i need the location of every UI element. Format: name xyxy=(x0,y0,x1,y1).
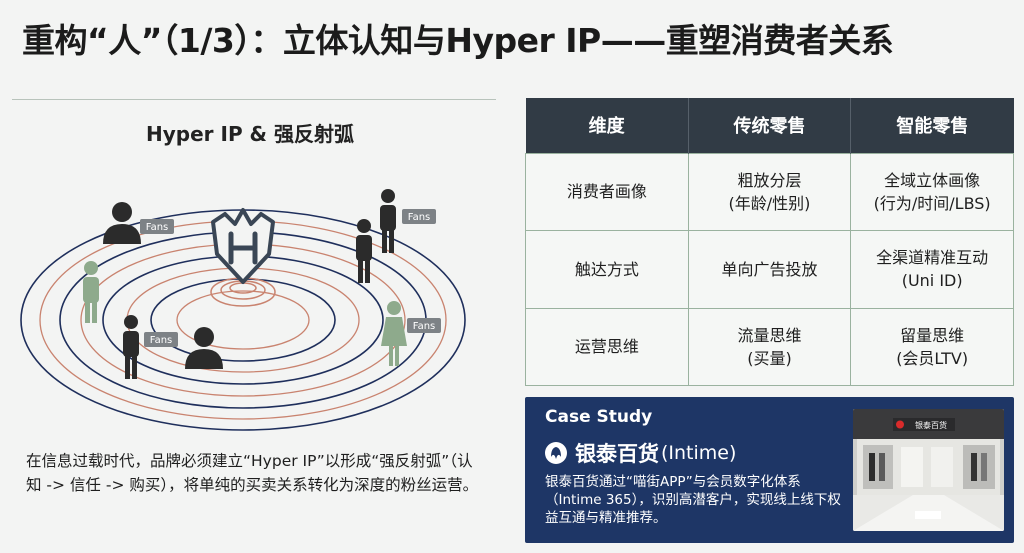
cell-dimension: 消费者画像 xyxy=(525,152,689,231)
cell-line: (Uni ID) xyxy=(901,271,963,291)
user-bust-icon xyxy=(103,202,141,244)
cell-smart: 全域立体画像 (行为/时间/LBS) xyxy=(850,152,1014,231)
cell-line: 流量思维 xyxy=(737,325,802,345)
header-dimension: 维度 xyxy=(525,98,689,153)
slide-title: 重构“人”（1/3）：立体认知与Hyper IP——重塑消费者关系 xyxy=(22,21,894,60)
fan-person-icon xyxy=(381,301,407,366)
table-row: 消费者画像 粗放分层 (年龄/性别) 全域立体画像 (行为/时间/LBS) xyxy=(525,152,1014,231)
cell-dimension: 运营思维 xyxy=(525,307,689,386)
comparison-table: 维度 传统零售 智能零售 消费者画像 粗放分层 (年龄/性别) 全域立体画像 (… xyxy=(525,98,1014,386)
person-standing-icon xyxy=(356,219,372,283)
hyper-ip-diagram: Fans Fans Fans Fans xyxy=(20,189,466,431)
case-study-label: Case Study xyxy=(545,407,653,427)
cell-line: (会员LTV) xyxy=(896,348,969,368)
header-smart: 智能零售 xyxy=(850,98,1014,153)
cell-line: 留量思维 xyxy=(900,325,965,345)
person-standing-icon xyxy=(123,315,139,379)
cell-line: 粗放分层 xyxy=(737,170,802,190)
cell-traditional: 流量思维 (买量) xyxy=(687,307,852,386)
user-bust-icon xyxy=(185,327,223,369)
fans-tag-label: Fans xyxy=(150,335,173,346)
table-header-row: 维度 传统零售 智能零售 xyxy=(525,98,1014,153)
brand-name-en: (Intime) xyxy=(661,442,737,464)
description-text: 在信息过载时代，品牌必须建立“Hyper IP”以形成“强反射弧”（认知 -> … xyxy=(26,452,479,494)
cell-smart: 留量思维 (会员LTV) xyxy=(850,307,1014,386)
cell-traditional: 单向广告投放 xyxy=(687,230,852,309)
cell-line: 单向广告投放 xyxy=(721,259,818,279)
cell-line: 全域立体画像 xyxy=(884,170,981,190)
fans-tag-label: Fans xyxy=(408,212,431,223)
intime-logo-icon xyxy=(545,442,567,464)
title-divider xyxy=(12,99,496,100)
fan-person-icon xyxy=(83,261,99,323)
hyper-ip-logo-icon xyxy=(211,208,275,284)
store-photo: 银泰百货 xyxy=(853,409,1004,531)
fans-tag: Fans xyxy=(402,209,436,224)
cell-smart: 全渠道精准互动 (Uni ID) xyxy=(850,230,1014,309)
cell-traditional: 粗放分层 (年龄/性别) xyxy=(687,152,852,231)
brand-name-cn: 银泰百货 xyxy=(575,442,659,466)
case-study-card: Case Study 银泰百货 (Intime) 银泰百货通过“喵街APP”与会… xyxy=(525,397,1014,543)
case-study-text: 银泰百货通过“喵街APP”与会员数字化体系（Intime 365），识别高潜客户… xyxy=(545,474,841,526)
fans-tag-label: Fans xyxy=(146,222,169,233)
fans-tag: Fans xyxy=(407,318,441,333)
person-standing-icon xyxy=(380,189,396,253)
header-traditional: 传统零售 xyxy=(688,98,852,153)
brand-row: 银泰百货 (Intime) xyxy=(545,438,736,468)
fans-tag: Fans xyxy=(144,332,178,347)
cell-line: (行为/时间/LBS) xyxy=(873,193,991,213)
orbit-ring xyxy=(176,290,310,350)
left-panel: Hyper IP & 强反射弧 xyxy=(0,100,510,553)
cell-line: (年龄/性别) xyxy=(728,193,811,213)
fans-tag-label: Fans xyxy=(413,321,436,332)
table-row: 运营思维 流量思维 (买量) 留量思维 (会员LTV) xyxy=(525,307,1014,386)
cell-line: (买量) xyxy=(747,348,792,368)
cell-dimension: 触达方式 xyxy=(525,230,689,309)
fans-tag: Fans xyxy=(140,219,174,234)
diagram-title: Hyper IP & 强反射弧 xyxy=(146,122,354,146)
store-sign: 银泰百货 xyxy=(915,420,947,430)
cell-line: 全渠道精准互动 xyxy=(876,248,989,268)
table-row: 触达方式 单向广告投放 全渠道精准互动 (Uni ID) xyxy=(525,230,1014,309)
